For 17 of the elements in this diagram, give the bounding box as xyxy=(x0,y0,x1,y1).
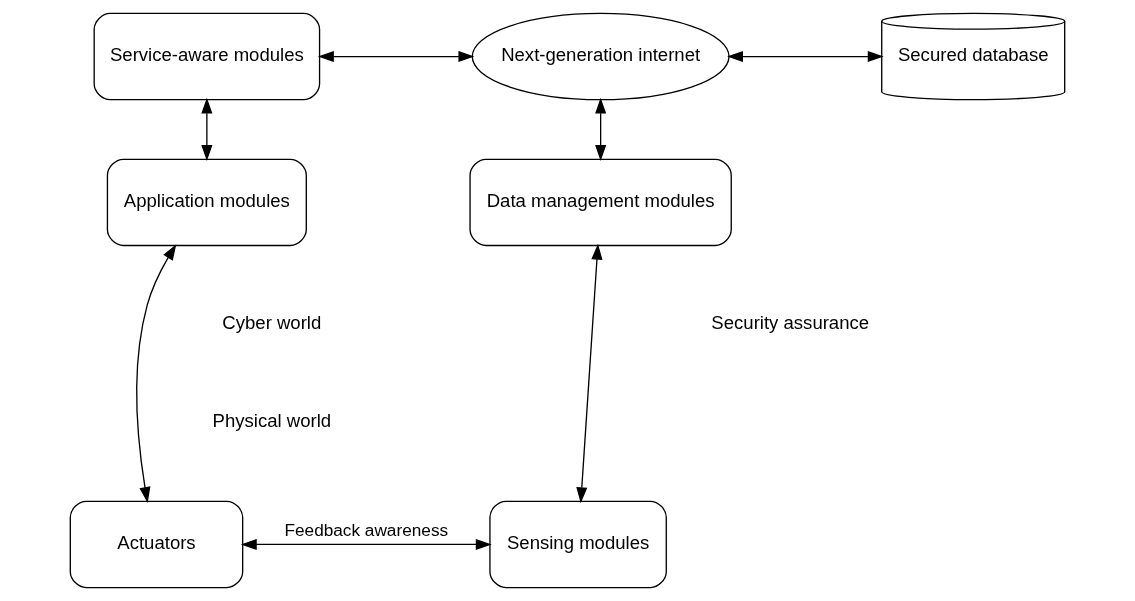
label: Physical world xyxy=(212,410,332,432)
arrow xyxy=(317,50,475,63)
arrow xyxy=(576,243,603,504)
edge-label: Feedback awareness xyxy=(284,519,449,540)
node-box: Data management modules xyxy=(469,158,732,247)
label: Security assurance xyxy=(711,312,870,334)
node-box: Sensing modules xyxy=(489,500,667,589)
node-box: Application modules xyxy=(106,158,307,247)
arrow xyxy=(136,244,177,503)
node-ellipse: Next-generation internet xyxy=(471,12,730,101)
arrow xyxy=(727,50,884,63)
arrow xyxy=(595,97,607,161)
arrow xyxy=(240,538,492,551)
arrow xyxy=(201,97,213,161)
label: Cyber world xyxy=(222,312,322,334)
node-box: Service-aware modules xyxy=(93,12,321,101)
node-box: Actuators xyxy=(69,500,244,589)
